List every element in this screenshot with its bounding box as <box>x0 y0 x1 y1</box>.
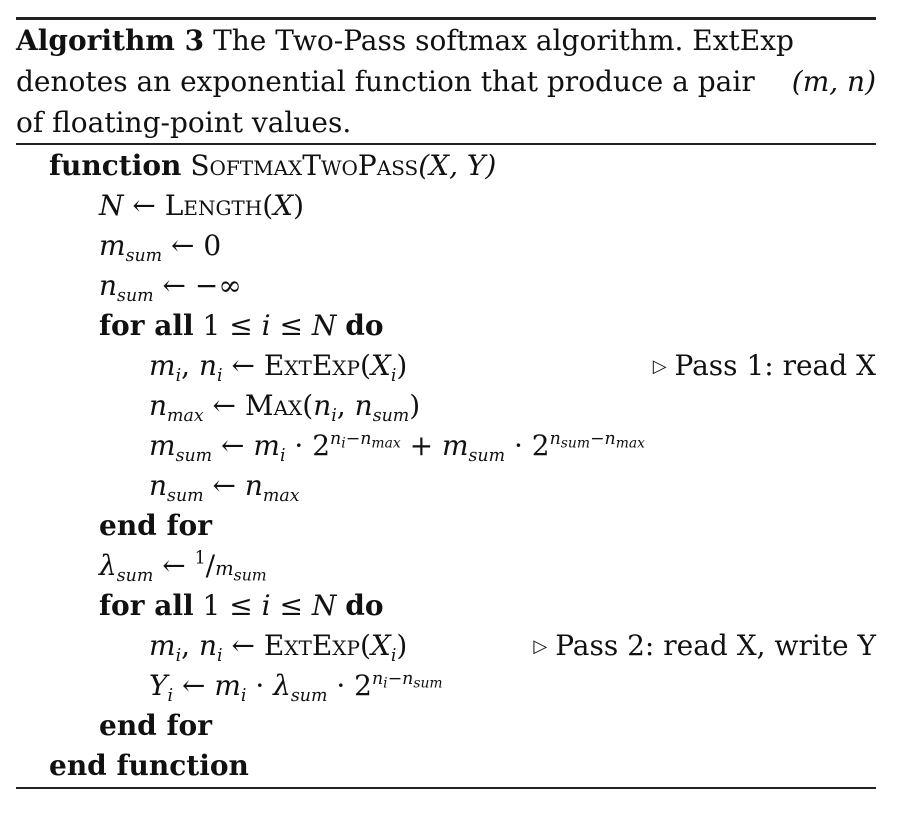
bottom-rule <box>16 787 876 789</box>
for-all-keyword: for all <box>99 309 194 342</box>
algo-line-output: Yi ← mi · λsum · 2ni−nsum <box>149 668 443 707</box>
algo-line-length: N ← Length(X) <box>99 189 305 222</box>
algo-line-msum-update: msum ← mi · 2ni−nmax + msum · 2nsum−nmax <box>149 428 645 467</box>
algo-line-endfor-1: end for <box>99 509 212 542</box>
caption-line-2: denotes an exponential function that pro… <box>16 61 876 102</box>
algo-line-extexp-1: mi, ni ← ExtExp(Xi) <box>149 349 408 387</box>
do-keyword: do <box>345 309 384 342</box>
algo-line-endfunction: end function <box>49 749 249 782</box>
length-name: Length <box>164 189 263 222</box>
triangle-right-icon: ▷ <box>652 356 667 377</box>
algo-line-nsum-update: nsum ← nmax <box>149 469 300 507</box>
algo-line-msum-init: msum ← 0 <box>99 229 222 267</box>
top-rule <box>16 17 876 20</box>
caption-text-1: The Two-Pass softmax algorithm. ExtExp <box>213 24 794 57</box>
algo-line-extexp-2: mi, ni ← ExtExp(Xi) <box>149 629 408 667</box>
caption-line-3: of floating-point values. <box>16 102 876 143</box>
algo-line-function: function SoftmaxTwoPass(X, Y) <box>49 146 496 186</box>
algo-line-lambda: λsum ← 1/msum <box>99 548 267 587</box>
algo-line-nmax: nmax ← Max(ni, nsum) <box>149 389 421 427</box>
middle-rule <box>16 143 876 145</box>
algo-line-for-1: for all 1 ≤ i ≤ N do <box>99 309 384 342</box>
caption-pair: (m, n) <box>791 65 876 98</box>
triangle-right-icon: ▷ <box>533 636 548 657</box>
algorithm-caption: Algorithm 3 The Two-Pass softmax algorit… <box>16 20 876 143</box>
max-name: Max <box>244 389 303 422</box>
function-keyword: function <box>49 149 182 182</box>
function-args: (X, Y) <box>418 149 497 182</box>
comment-pass-2: ▷Pass 2: read X, write Y <box>533 626 876 666</box>
algo-line-endfor-2: end for <box>99 709 212 742</box>
algo-line-for-2: for all 1 ≤ i ≤ N do <box>99 589 384 622</box>
caption-text-2: denotes an exponential function that pro… <box>16 65 755 98</box>
function-name: SoftmaxTwoPass <box>190 149 419 182</box>
comment-pass-1: ▷Pass 1: read X <box>653 346 876 386</box>
algo-line-nsum-init: nsum ← −∞ <box>99 269 242 307</box>
caption-label: Algorithm 3 <box>16 24 205 57</box>
extexp-name: ExtExp <box>263 349 360 382</box>
caption-line-1: Algorithm 3 The Two-Pass softmax algorit… <box>16 20 876 61</box>
caption-text-3: of floating-point values. <box>16 106 352 139</box>
